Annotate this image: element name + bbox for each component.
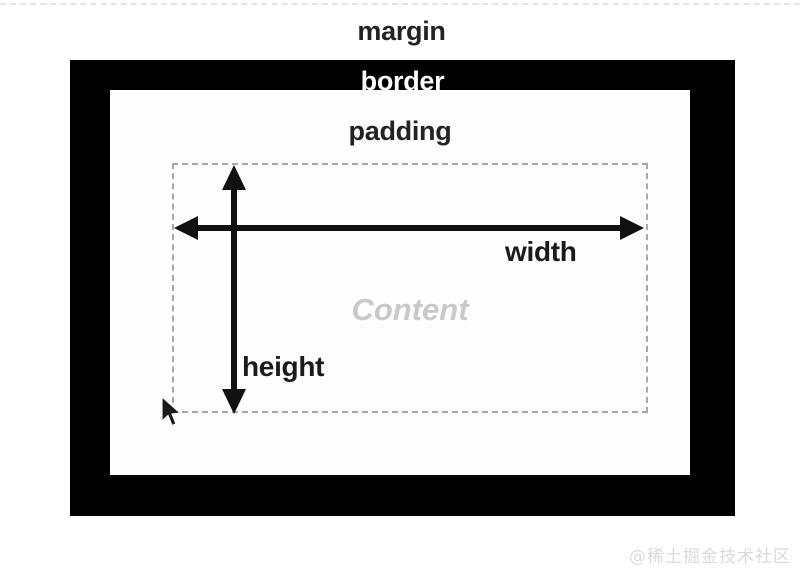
- watermark-text: @稀土掘金技术社区: [629, 547, 791, 567]
- padding-box: [110, 90, 690, 475]
- padding-label: padding: [348, 116, 452, 146]
- margin-label: margin: [357, 16, 446, 46]
- width-label: width: [505, 236, 577, 267]
- mouse-pointer-icon: [161, 395, 182, 427]
- content-label: Content: [351, 292, 469, 327]
- height-label: height: [242, 351, 325, 382]
- margin-box: [0, 3, 803, 575]
- content-box: [172, 163, 648, 413]
- mouse-cursor: [160, 395, 186, 430]
